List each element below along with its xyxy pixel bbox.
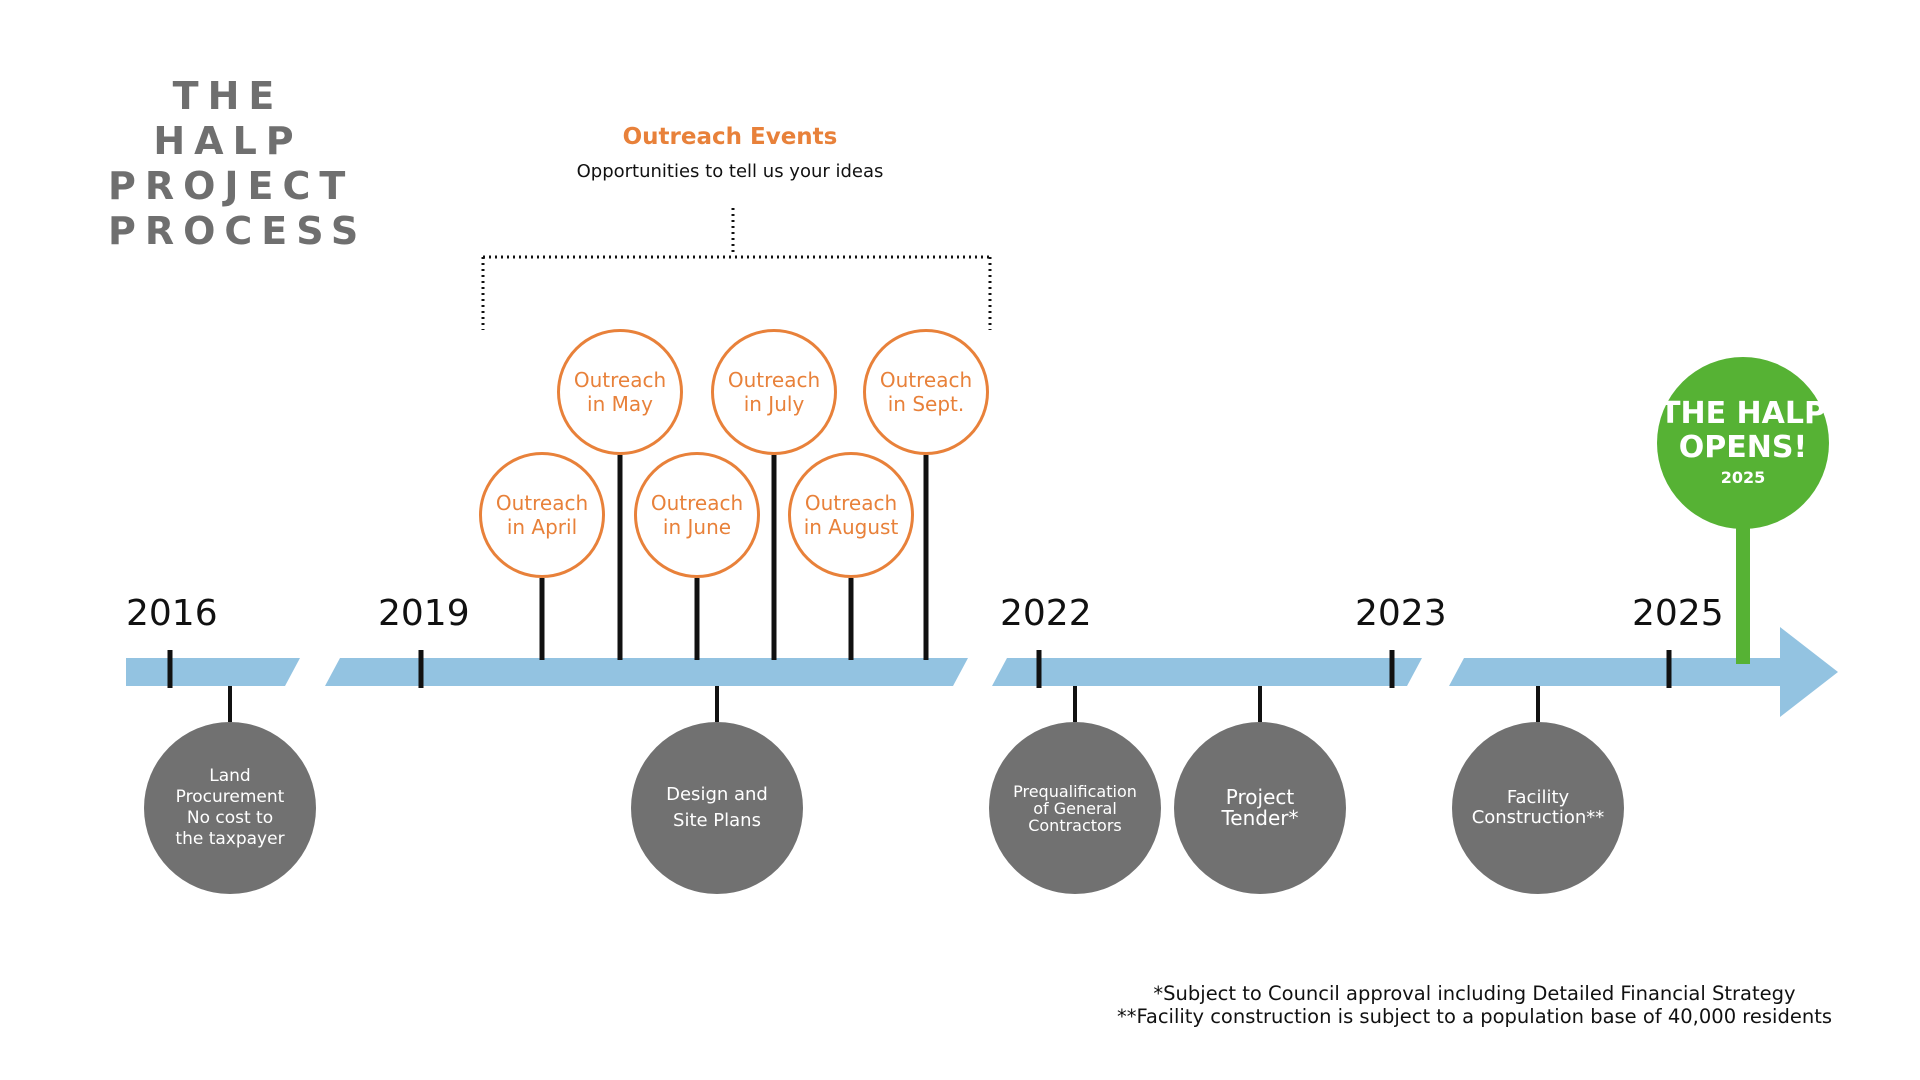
year-ticks [167, 650, 1672, 688]
milestone-tender-line1: Project [1225, 785, 1295, 809]
outreach-events-title: Outreach Events [622, 124, 838, 150]
outreach-may-line1: Outreach [573, 368, 667, 392]
year-label-2016: 2016 [126, 593, 218, 634]
outreach-stems [539, 455, 929, 660]
halp-opens-year: 2025 [1720, 468, 1766, 487]
milestone-prequal-line2: of General [1033, 798, 1117, 818]
timeline-segment-1 [126, 658, 300, 686]
milestone-design-line2: Site Plans [673, 810, 761, 831]
milestone-facility-line1: Facility [1506, 787, 1570, 808]
halp-opens-line2: OPENS! [1678, 430, 1808, 465]
year-label-2019: 2019 [378, 593, 470, 634]
outreach-june-line2: in June [662, 515, 732, 539]
footnotes: *Subject to Council approval including D… [1117, 982, 1832, 1028]
year-label-2022: 2022 [1000, 593, 1092, 634]
outreach-april-line2: in April [506, 515, 578, 539]
timeline-segment-2 [325, 658, 968, 686]
milestone-project-tender: Project Tender* [1174, 722, 1346, 894]
timeline-segment-3 [992, 658, 1422, 686]
timeline-segment-4 [1449, 627, 1838, 717]
milestone-design-site-plans: Design and Site Plans [631, 722, 803, 894]
milestone-facility-line2: Construction** [1471, 807, 1605, 828]
main-title-line-3: PROCESS [108, 209, 368, 253]
milestone-land-line1: Land [209, 766, 251, 786]
milestone-land-line4: the taxpayer [175, 829, 285, 849]
milestone-facility-construction: Facility Construction** [1452, 722, 1624, 894]
outreach-july-line2: in July [743, 392, 805, 416]
year-label-2025: 2025 [1632, 593, 1724, 634]
footnote-1: *Subject to Council approval including D… [1153, 982, 1796, 1005]
milestone-tender-line2: Tender* [1221, 806, 1299, 830]
outreach-august-line1: Outreach [804, 491, 898, 515]
outreach-may-line2: in May [587, 392, 653, 416]
milestone-stems [228, 686, 1540, 722]
outreach-sept-line2: in Sept. [887, 392, 965, 416]
main-title-line-1: THE HALP [153, 74, 303, 163]
outreach-july-line1: Outreach [727, 368, 821, 392]
milestone-land-line3: No cost to [186, 808, 274, 828]
opening-stem [1736, 520, 1750, 664]
main-title: THE HALP PROJECT PROCESS [108, 74, 368, 254]
main-title-line-2: PROJECT [108, 164, 355, 208]
milestone-prequal-line1: Prequalification [1013, 781, 1137, 801]
milestone-prequal-line3: Contractors [1028, 815, 1122, 835]
year-label-2023: 2023 [1355, 593, 1447, 634]
outreach-june-line1: Outreach [650, 491, 744, 515]
milestone-prequalification: Prequalification of General Contractors [989, 722, 1161, 894]
halp-opens-bubble: THE HALP OPENS! 2025 [1657, 357, 1829, 529]
outreach-sept-line1: Outreach [879, 368, 973, 392]
milestone-design-line1: Design and [666, 784, 768, 805]
milestone-land-procurement: Land Procurement No cost to the taxpayer [144, 722, 316, 894]
outreach-april-line1: Outreach [495, 491, 589, 515]
milestone-land-line2: Procurement [175, 787, 285, 807]
outreach-events-subtitle: Opportunities to tell us your ideas [576, 161, 884, 182]
outreach-august-line2: in August [803, 515, 899, 539]
outreach-bracket [481, 208, 992, 330]
halp-opens-line1: THE HALP [1660, 396, 1826, 431]
footnote-2: **Facility construction is subject to a … [1116, 1005, 1832, 1028]
